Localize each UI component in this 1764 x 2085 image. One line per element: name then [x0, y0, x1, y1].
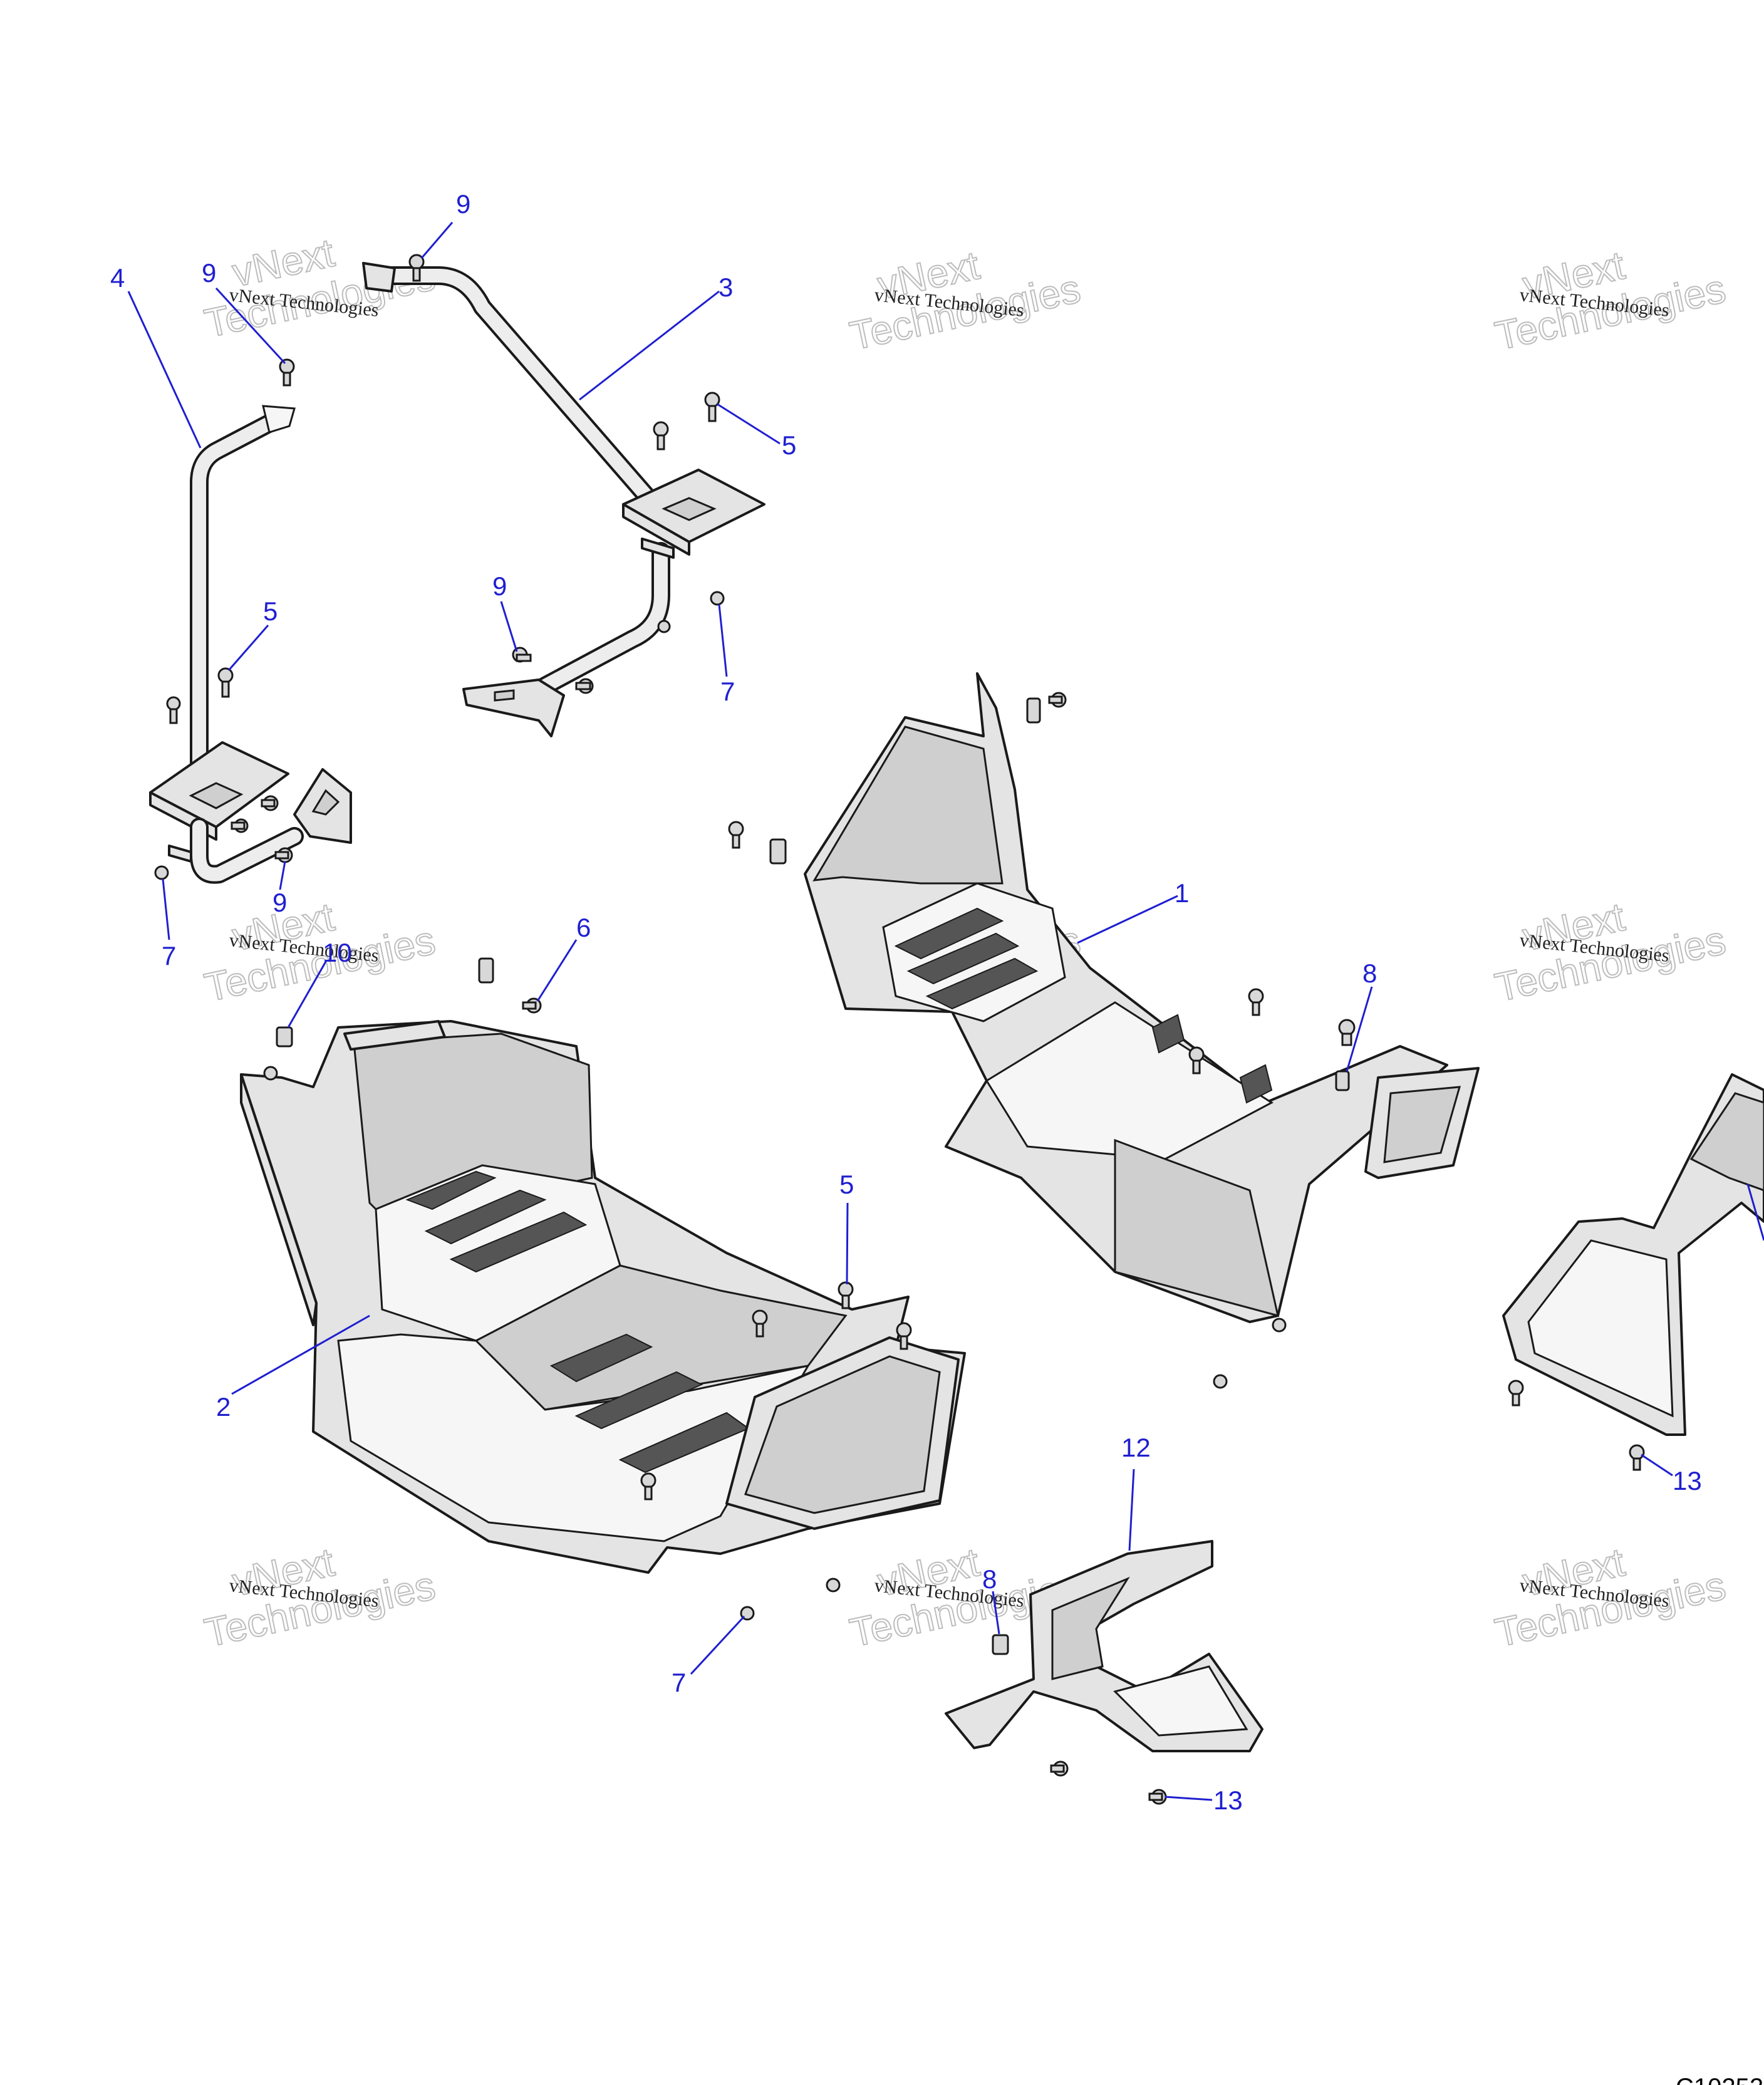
callout-2: 2 — [216, 1392, 231, 1422]
part-1-rear-floor-pan — [804, 672, 1480, 1323]
leader-8-lower — [992, 1591, 1000, 1635]
part-4-left-grab-bar — [149, 405, 352, 884]
callout-6: 6 — [576, 913, 591, 942]
fastener-bolt — [1048, 692, 1067, 708]
callout-13-lower: 13 — [1213, 1786, 1243, 1815]
fastener-bolt — [1148, 1789, 1167, 1805]
fastener-bolt — [231, 818, 249, 833]
callout-13-right: 13 — [1673, 1466, 1702, 1495]
callout-3: 3 — [719, 273, 733, 302]
drawing-code: C10252 — [1676, 2074, 1763, 2085]
callout-10: 10 — [323, 938, 352, 967]
callout-4: 4 — [110, 263, 125, 293]
leader-4 — [127, 291, 202, 449]
callout-5-lower: 5 — [839, 1170, 854, 1199]
part-side-panel-right — [1502, 1073, 1764, 1436]
part-3-right-grab-bar — [362, 262, 765, 737]
fastener-clip — [276, 1026, 293, 1048]
callout-7-lower: 7 — [672, 1668, 686, 1697]
fastener-nut — [154, 865, 169, 880]
fastener-bolt — [1188, 1046, 1205, 1074]
fastener-nut — [710, 591, 725, 606]
callout-9-mid: 9 — [492, 571, 507, 601]
fastener-bolt — [166, 696, 181, 724]
callout-9-top: 9 — [456, 189, 470, 219]
leader-9-left — [215, 287, 286, 365]
leader-13-right — [1641, 1453, 1673, 1477]
leader-5-left — [227, 625, 269, 671]
fastener-bolt — [217, 667, 234, 698]
callout-12: 12 — [1121, 1433, 1151, 1462]
fastener-bolt — [896, 1322, 912, 1350]
fastener-bolt — [1248, 988, 1264, 1016]
fastener-clip — [478, 957, 494, 984]
callout-5-top: 5 — [782, 430, 796, 460]
callouts: 9 4 9 3 5 5 9 7 1 7 9 10 6 8 5 2 12 8 13… — [110, 189, 1702, 1815]
leader-9-top — [420, 222, 454, 259]
leader-12 — [1128, 1469, 1135, 1551]
fasteners — [154, 254, 1645, 1805]
watermark: vNext Technologies — [1490, 242, 1730, 359]
fastener-clip — [992, 1634, 1009, 1655]
callout-5-left: 5 — [263, 596, 278, 626]
callout-7-mid: 7 — [720, 677, 735, 706]
fastener-nut — [1272, 1318, 1287, 1333]
fastener-nut — [263, 1066, 278, 1081]
fastener-bolt — [1508, 1380, 1524, 1406]
fastener-bolt — [408, 254, 425, 282]
fastener-bolt — [704, 392, 720, 422]
leader-side-panel — [1746, 1183, 1764, 1241]
leader-5-top — [717, 403, 781, 445]
fastener-nut — [1213, 1374, 1228, 1389]
callout-8-lower: 8 — [982, 1564, 997, 1594]
part-12-lower-bracket — [945, 1540, 1263, 1752]
fastener-clip — [769, 838, 787, 865]
leader-7-mid — [718, 604, 728, 677]
callout-9-lower: 9 — [272, 888, 287, 917]
watermark: vNext Technologies — [845, 242, 1084, 359]
fastener-nut — [657, 620, 671, 633]
fastener-bolt — [261, 795, 279, 811]
leader-6 — [536, 939, 578, 1002]
fastener-clip — [1338, 1019, 1356, 1046]
fastener-clip — [1026, 697, 1041, 724]
leader-7-lower — [690, 1615, 745, 1675]
fastener-bolt — [522, 997, 542, 1014]
leader-5-lower — [846, 1202, 849, 1285]
leader-2 — [231, 1314, 370, 1395]
fastener-bolt — [575, 678, 594, 694]
leader-9-lower — [279, 861, 286, 890]
leader-3 — [579, 290, 720, 401]
fastener-bolt — [838, 1281, 854, 1309]
fastener-bolt — [279, 358, 295, 387]
leader-8-right — [1346, 986, 1373, 1072]
fastener-bolt — [653, 421, 669, 450]
part-2-front-floor-pan — [240, 1020, 966, 1574]
fastener-nut — [826, 1578, 841, 1593]
leader-7-left — [162, 878, 170, 940]
fastener-clip — [1335, 1070, 1350, 1091]
fastener-bolt — [1629, 1444, 1645, 1471]
leader-10 — [287, 961, 327, 1028]
fastener-bolt — [752, 1309, 768, 1338]
fastener-bolt — [1050, 1760, 1069, 1777]
callout-7-left: 7 — [162, 941, 176, 970]
callout-8-right: 8 — [1362, 959, 1377, 988]
leader-1 — [1077, 895, 1178, 944]
leader-13-lower — [1165, 1796, 1213, 1801]
callout-1: 1 — [1175, 878, 1189, 908]
leader-lines — [127, 222, 1764, 1801]
callout-9-left: 9 — [202, 258, 216, 288]
fastener-bolt — [728, 821, 744, 849]
leader-9-mid — [500, 601, 518, 652]
fastener-bolt — [640, 1472, 656, 1500]
